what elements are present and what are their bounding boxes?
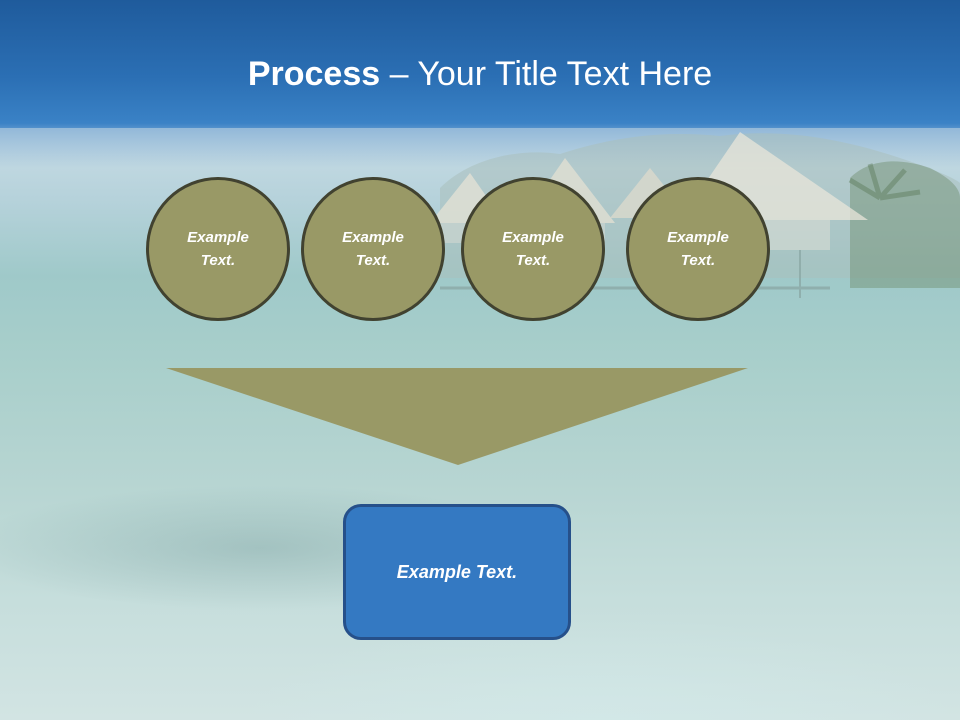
result-label: Example Text.: [396, 561, 518, 582]
circle-label: Example Text.: [342, 229, 404, 269]
process-step-circle: Example Text.: [301, 177, 445, 321]
process-step-circle: Example Text.: [146, 177, 290, 321]
sky-background: [0, 0, 960, 140]
process-step-circle: Example Text.: [626, 177, 770, 321]
circle-label: Example Text.: [502, 229, 564, 269]
circle-label: Example Text.: [187, 229, 249, 269]
result-box: Example Text.: [343, 504, 571, 640]
process-step-circle: Example Text.: [461, 177, 605, 321]
slide-title: Process – Your Title Text Here: [0, 52, 960, 96]
funnel-triangle: [166, 368, 748, 465]
funnel-arrow: [166, 368, 748, 465]
title-rest: – Your Title Text Here: [380, 55, 713, 93]
title-bold: Process: [247, 55, 381, 93]
circle-label: Example Text.: [667, 229, 729, 269]
